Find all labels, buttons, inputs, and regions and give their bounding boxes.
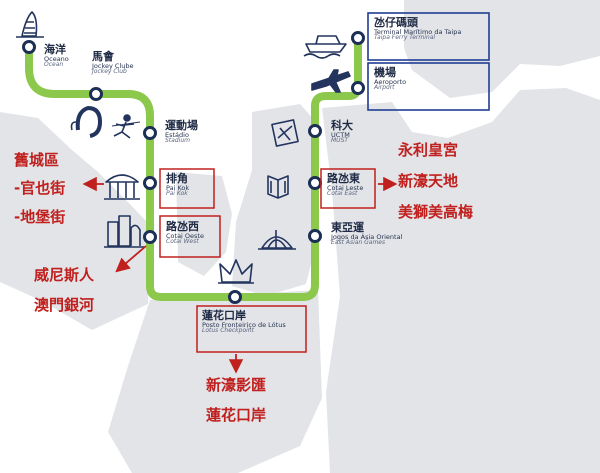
annotation-studio-city: 新濠影匯 <box>206 376 267 394</box>
label-pt: Cotai Leste <box>327 183 364 192</box>
tower-icon <box>16 11 44 38</box>
station-jockey-club[interactable] <box>89 87 103 101</box>
dome-icon <box>258 230 296 250</box>
label-zh: 運動場 <box>165 119 198 132</box>
label-taipa-ferry: 氹仔碼頭 Terminal Marítimo da Taipa Taipa Fe… <box>374 17 461 42</box>
highlight-box-pai-kok <box>159 168 215 209</box>
label-zh: 東亞運 <box>331 221 364 234</box>
label-estadio: 運動場 Estádio Stadium <box>165 120 198 145</box>
station-pai-kok[interactable] <box>143 176 157 190</box>
label-zh: 蓮花口岸 <box>202 309 246 322</box>
annotation-wynn-palace: 永利皇宮 <box>398 141 459 159</box>
label-cotai-leste: 路氹東 Cotai Leste Cotai East <box>327 173 363 198</box>
label-pt: Posto Fronteiriço de Lótus <box>202 320 286 329</box>
label-uctm: 科大 UCTM MUST <box>331 120 353 145</box>
label-zh: 排角 <box>166 172 188 185</box>
station-asia[interactable] <box>308 229 322 243</box>
label-en: Cotai East <box>327 190 358 198</box>
label-aeroporto: 機場 Aeroporto Airport <box>374 67 406 92</box>
ship-icon <box>303 35 347 59</box>
label-en: Pai Kok <box>166 190 188 198</box>
station-estadio[interactable] <box>143 126 157 140</box>
label-pt: Jockey Clube <box>92 61 134 70</box>
label-en: Cotai West <box>166 238 199 246</box>
label-zh: 路氹東 <box>327 172 360 185</box>
compass-icon <box>271 119 299 147</box>
book-icon <box>267 175 289 199</box>
annotation-old-town: 舊城區 <box>14 151 60 169</box>
label-lotus: 蓮花口岸 Posto Fronteiriço de Lótus Lotus Ch… <box>202 310 286 335</box>
station-lotus[interactable] <box>228 290 242 304</box>
label-zh: 機場 <box>374 66 396 79</box>
label-pt: Oceano <box>44 54 69 63</box>
highlight-box-taipa-ferry <box>367 12 490 61</box>
label-pt: Estádio <box>165 130 189 139</box>
label-pt: Pai Kok <box>166 183 190 192</box>
label-pt: Terminal Marítimo da Taipa <box>374 27 462 36</box>
label-pt: Aeroporto <box>374 77 407 86</box>
highlight-box-cotai-leste <box>320 168 376 209</box>
highlight-box-cotai-oeste <box>159 215 221 258</box>
highlight-box-aeroporto <box>367 62 490 111</box>
plane-icon <box>311 69 351 93</box>
label-pt: Jogos da Ásia Oriental <box>331 232 403 241</box>
label-pt: Cotai Oeste <box>166 231 204 240</box>
runner-icon <box>111 114 141 139</box>
label-en: MUST <box>331 137 349 145</box>
label-zh: 海洋 <box>44 43 66 56</box>
label-cotai-oeste: 路氹西 Cotai Oeste Cotai West <box>166 221 204 246</box>
annotation-galaxy: 澳門銀河 <box>34 296 95 314</box>
label-zh: 路氹西 <box>166 220 199 233</box>
annotation-city-of-dreams: 新濠天地 <box>398 172 459 190</box>
label-zh: 氹仔碼頭 <box>374 16 418 29</box>
label-en: East Asian Games <box>331 239 386 247</box>
pavilion-icon <box>104 174 140 200</box>
horseshoe-icon <box>70 106 102 138</box>
lotus-icon <box>218 259 254 284</box>
arrow-southwest <box>115 245 147 273</box>
label-en: Stadium <box>165 137 190 145</box>
station-taipa-ferry[interactable] <box>351 31 365 45</box>
label-en: Lotus Checkpoint <box>202 327 254 335</box>
label-zh: 馬會 <box>92 50 114 63</box>
station-cotai-leste[interactable] <box>308 176 322 190</box>
buildings-icon <box>104 215 144 248</box>
station-uctm[interactable] <box>308 124 322 138</box>
annotation-lotus-checkpoint: 蓮花口岸 <box>206 406 267 424</box>
label-asia: 東亞運 Jogos da Ásia Oriental East Asian Ga… <box>331 222 402 247</box>
annotation-cunha-street: -官也街 <box>14 179 66 197</box>
label-zh: 科大 <box>331 119 353 132</box>
label-en: Airport <box>374 84 395 92</box>
label-jockey-club: 馬會 Jockey Clube Jockey Club <box>92 51 134 76</box>
label-pai-kok: 排角 Pai Kok Pai Kok <box>166 173 189 198</box>
annotation-venetian: 威尼斯人 <box>34 266 95 284</box>
label-oceano: 海洋 Oceano Ocean <box>44 44 69 69</box>
annotation-mgm-cotai: 美獅美高梅 <box>398 203 474 221</box>
annotation-bunker-street: -地堡街 <box>14 208 66 226</box>
station-oceano[interactable] <box>22 40 36 54</box>
station-aeroporto[interactable] <box>351 81 365 95</box>
label-en: Jockey Club <box>92 68 127 76</box>
highlight-box-lotus <box>196 305 307 353</box>
station-cotai-oeste[interactable] <box>143 230 157 244</box>
label-en: Taipa Ferry Terminal <box>374 34 436 42</box>
label-pt: UCTM <box>331 130 350 139</box>
label-en: Ocean <box>44 61 64 69</box>
